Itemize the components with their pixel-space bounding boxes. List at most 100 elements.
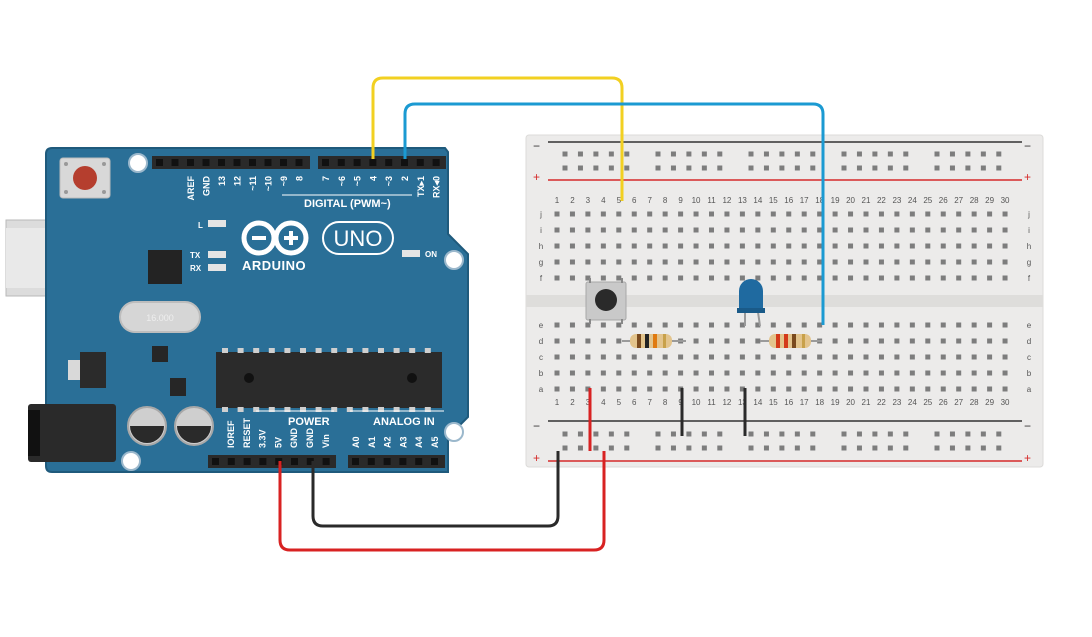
breadboard-hole[interactable] xyxy=(624,445,630,451)
breadboard-hole[interactable] xyxy=(585,227,591,233)
breadboard-hole[interactable] xyxy=(863,275,869,281)
breadboard-hole[interactable] xyxy=(903,431,909,437)
breadboard-hole[interactable] xyxy=(909,370,915,376)
breadboard-hole[interactable] xyxy=(801,275,807,281)
breadboard-hole[interactable] xyxy=(569,354,575,360)
header-pin[interactable] xyxy=(385,159,393,166)
breadboard-hole[interactable] xyxy=(925,275,931,281)
breadboard-hole[interactable] xyxy=(980,445,986,451)
header-pin[interactable] xyxy=(416,159,424,166)
breadboard-hole[interactable] xyxy=(739,275,745,281)
breadboard-hole[interactable] xyxy=(631,386,637,392)
breadboard-hole[interactable] xyxy=(940,211,946,217)
breadboard-hole[interactable] xyxy=(670,445,676,451)
breadboard-hole[interactable] xyxy=(987,211,993,217)
breadboard-hole[interactable] xyxy=(909,243,915,249)
breadboard-hole[interactable] xyxy=(755,322,761,328)
breadboard-hole[interactable] xyxy=(631,275,637,281)
breadboard-hole[interactable] xyxy=(647,259,653,265)
breadboard-hole[interactable] xyxy=(693,259,699,265)
header-pin[interactable] xyxy=(322,159,329,166)
breadboard-hole[interactable] xyxy=(693,243,699,249)
breadboard-hole[interactable] xyxy=(949,445,955,451)
breadboard-hole[interactable] xyxy=(956,370,962,376)
breadboard-hole[interactable] xyxy=(925,354,931,360)
breadboard-hole[interactable] xyxy=(971,386,977,392)
breadboard-hole[interactable] xyxy=(810,431,816,437)
breadboard-hole[interactable] xyxy=(856,445,862,451)
breadboard-hole[interactable] xyxy=(748,151,754,157)
breadboard-hole[interactable] xyxy=(817,243,823,249)
breadboard-hole[interactable] xyxy=(739,227,745,233)
breadboard-hole[interactable] xyxy=(810,151,816,157)
breadboard-hole[interactable] xyxy=(956,243,962,249)
breadboard-hole[interactable] xyxy=(662,370,668,376)
breadboard-hole[interactable] xyxy=(577,431,583,437)
breadboard-hole[interactable] xyxy=(709,370,714,376)
breadboard-hole[interactable] xyxy=(562,165,568,171)
breadboard-hole[interactable] xyxy=(647,243,653,249)
breadboard-hole[interactable] xyxy=(863,338,869,344)
breadboard-hole[interactable] xyxy=(686,431,692,437)
breadboard-hole[interactable] xyxy=(647,275,653,281)
breadboard-hole[interactable] xyxy=(878,227,884,233)
breadboard-hole[interactable] xyxy=(709,354,714,360)
breadboard-hole[interactable] xyxy=(569,338,575,344)
breadboard-hole[interactable] xyxy=(925,227,931,233)
breadboard-hole[interactable] xyxy=(949,431,955,437)
breadboard-hole[interactable] xyxy=(996,165,1002,171)
breadboard-hole[interactable] xyxy=(971,354,977,360)
breadboard-hole[interactable] xyxy=(956,227,962,233)
breadboard-hole[interactable] xyxy=(817,354,823,360)
breadboard-hole[interactable] xyxy=(616,338,622,344)
breadboard-hole[interactable] xyxy=(971,338,977,344)
breadboard-hole[interactable] xyxy=(987,386,993,392)
breadboard-hole[interactable] xyxy=(832,275,838,281)
breadboard-hole[interactable] xyxy=(693,211,699,217)
breadboard-hole[interactable] xyxy=(686,151,692,157)
breadboard-hole[interactable] xyxy=(670,151,676,157)
breadboard-hole[interactable] xyxy=(616,227,622,233)
wire-red-5v[interactable] xyxy=(278,451,606,552)
breadboard[interactable]: − + − + − + − + 112233445566778899101011… xyxy=(525,134,1044,468)
breadboard-hole[interactable] xyxy=(616,370,622,376)
breadboard-hole[interactable] xyxy=(724,386,730,392)
breadboard-hole[interactable] xyxy=(848,370,854,376)
breadboard-hole[interactable] xyxy=(763,445,769,451)
breadboard-hole[interactable] xyxy=(909,259,915,265)
breadboard-hole[interactable] xyxy=(763,151,769,157)
wire-black-gnd[interactable] xyxy=(311,451,560,528)
breadboard-hole[interactable] xyxy=(631,211,637,217)
breadboard-hole[interactable] xyxy=(693,338,699,344)
breadboard-hole[interactable] xyxy=(817,322,823,328)
breadboard-hole[interactable] xyxy=(693,275,699,281)
breadboard-hole[interactable] xyxy=(909,211,915,217)
breadboard-hole[interactable] xyxy=(934,165,940,171)
breadboard-hole[interactable] xyxy=(585,259,591,265)
breadboard-hole[interactable] xyxy=(554,322,560,328)
breadboard-hole[interactable] xyxy=(717,445,723,451)
breadboard-hole[interactable] xyxy=(934,151,940,157)
resistor-2[interactable] xyxy=(760,334,822,348)
breadboard-hole[interactable] xyxy=(980,165,986,171)
breadboard-hole[interactable] xyxy=(631,259,637,265)
breadboard-hole[interactable] xyxy=(909,354,915,360)
reset-button[interactable] xyxy=(73,166,97,190)
breadboard-hole[interactable] xyxy=(841,165,847,171)
breadboard-hole[interactable] xyxy=(863,227,869,233)
breadboard-hole[interactable] xyxy=(709,386,714,392)
breadboard-hole[interactable] xyxy=(832,322,838,328)
breadboard-hole[interactable] xyxy=(770,386,776,392)
breadboard-hole[interactable] xyxy=(848,322,854,328)
breadboard-hole[interactable] xyxy=(872,445,878,451)
breadboard-hole[interactable] xyxy=(624,151,630,157)
breadboard-hole[interactable] xyxy=(616,211,622,217)
breadboard-hole[interactable] xyxy=(786,275,792,281)
pushbutton-cap[interactable] xyxy=(595,289,617,311)
header-pin[interactable] xyxy=(259,458,267,465)
breadboard-hole[interactable] xyxy=(770,322,776,328)
breadboard-hole[interactable] xyxy=(971,211,977,217)
breadboard-hole[interactable] xyxy=(956,259,962,265)
breadboard-hole[interactable] xyxy=(817,259,823,265)
breadboard-hole[interactable] xyxy=(577,151,583,157)
